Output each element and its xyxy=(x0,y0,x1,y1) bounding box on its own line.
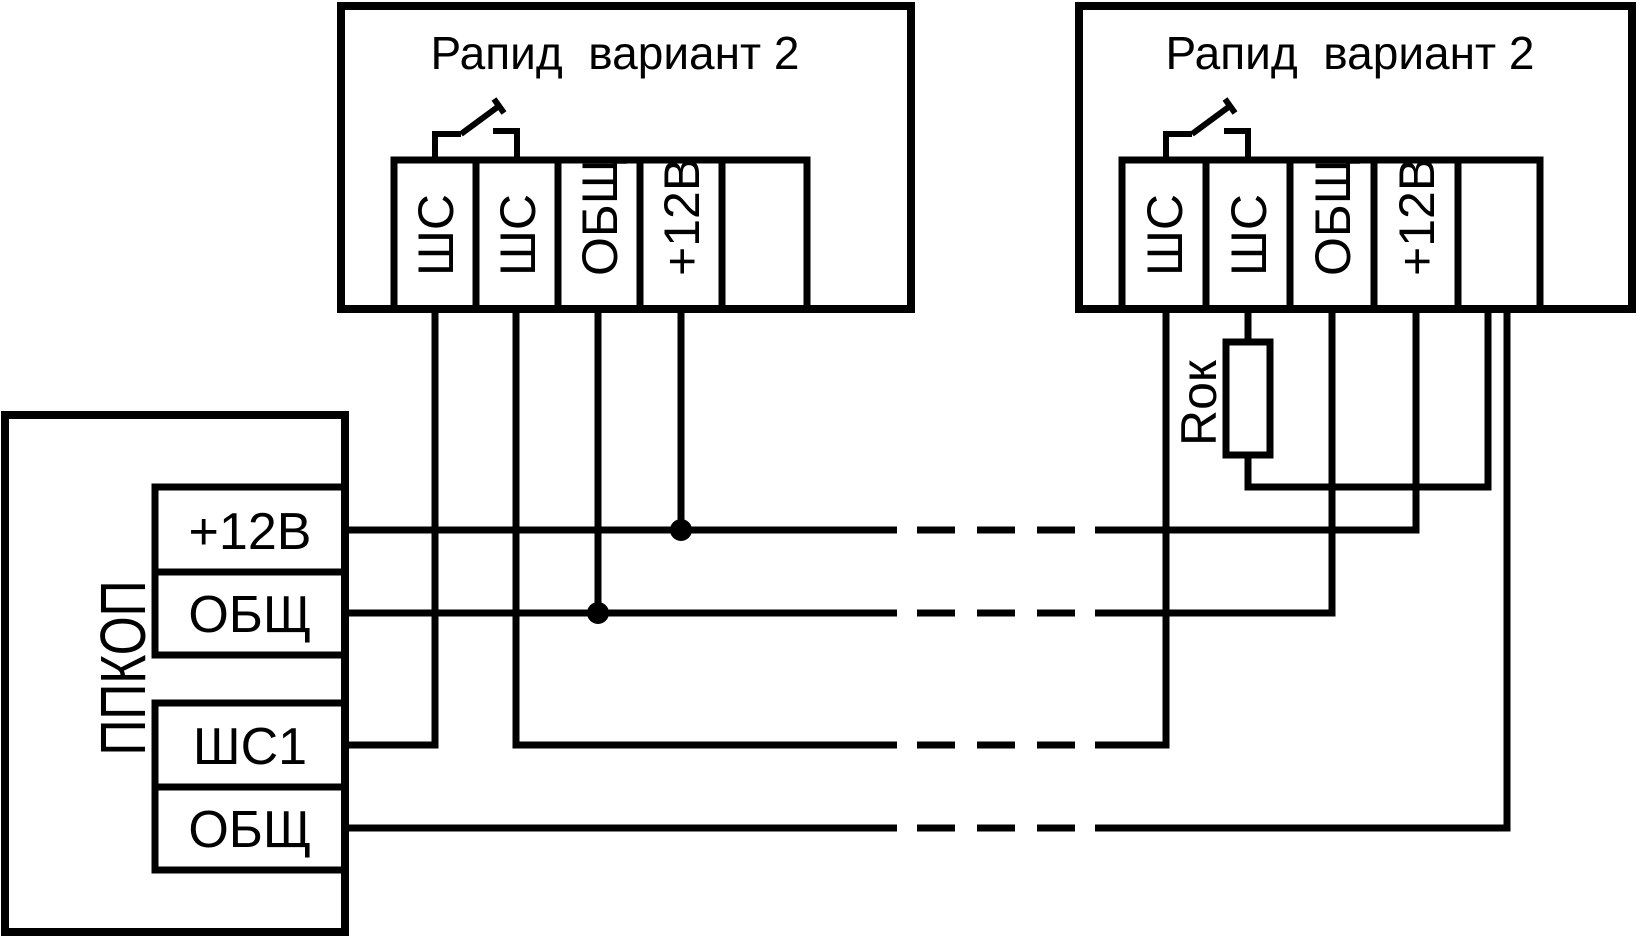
device-left-terminal-label: ШС xyxy=(408,194,464,276)
contact-blade xyxy=(459,103,501,137)
wire-obshch-solid-right xyxy=(1095,309,1336,617)
junction-dot xyxy=(587,602,609,624)
panel-terminal-label: +12В xyxy=(189,503,312,561)
control-panel xyxy=(1,411,349,936)
device-left-terminal-label: +12В xyxy=(654,158,710,276)
junctions xyxy=(587,519,692,624)
device-right-terminal-label: ШС xyxy=(1137,194,1193,276)
junction-dot xyxy=(670,519,692,541)
wire-shs-loop-solid-right xyxy=(1095,309,1170,749)
contact-blade xyxy=(1190,103,1232,137)
device-left-terminal-label: ОБЩ xyxy=(572,157,628,276)
resistor-label: Rок xyxy=(1171,359,1227,446)
contact-blade-tick xyxy=(491,97,507,115)
contact-fixed-left xyxy=(1163,131,1192,162)
contact-fixed-right xyxy=(493,128,520,162)
device-left-terminal-label: ШС xyxy=(490,194,546,276)
contact-fixed-right xyxy=(1224,128,1251,162)
relay-contact-icon xyxy=(1163,97,1251,162)
wire-shs1-panel-to-left-device xyxy=(345,309,439,749)
device-right-title: Рапид вариант 2 xyxy=(1166,27,1535,79)
device-right-terminal-label: ОБЩ xyxy=(1305,157,1361,276)
contact-fixed-left xyxy=(432,131,461,162)
panel-title: ППКОП xyxy=(87,581,159,756)
wire-obshch2-solid-right xyxy=(1095,309,1511,832)
panel-terminal-label: ОБЩ xyxy=(188,586,311,644)
panel-terminal-label: ОБЩ xyxy=(188,801,311,859)
labels: Рапид вариант 2 Рапид вариант 2 ШС ШС ОБ… xyxy=(87,27,1534,859)
resistor-lead-bottom xyxy=(1244,309,1492,491)
wires xyxy=(345,309,1511,832)
device-left-title: Рапид вариант 2 xyxy=(431,27,800,79)
device-right-terminal-label: +12В xyxy=(1389,158,1445,276)
contact-blade-tick xyxy=(1222,97,1238,115)
wire-shs-loop-solid-left xyxy=(512,309,897,749)
device-right-terminal-label: ШС xyxy=(1221,194,1277,276)
wire-12v-solid-right xyxy=(1095,309,1420,534)
relay-contact-icon xyxy=(432,97,520,162)
eol-resistor xyxy=(1222,309,1492,491)
panel-terminal-label: ШС1 xyxy=(193,718,307,776)
panel-box xyxy=(1,411,349,936)
resistor-body xyxy=(1222,338,1274,459)
